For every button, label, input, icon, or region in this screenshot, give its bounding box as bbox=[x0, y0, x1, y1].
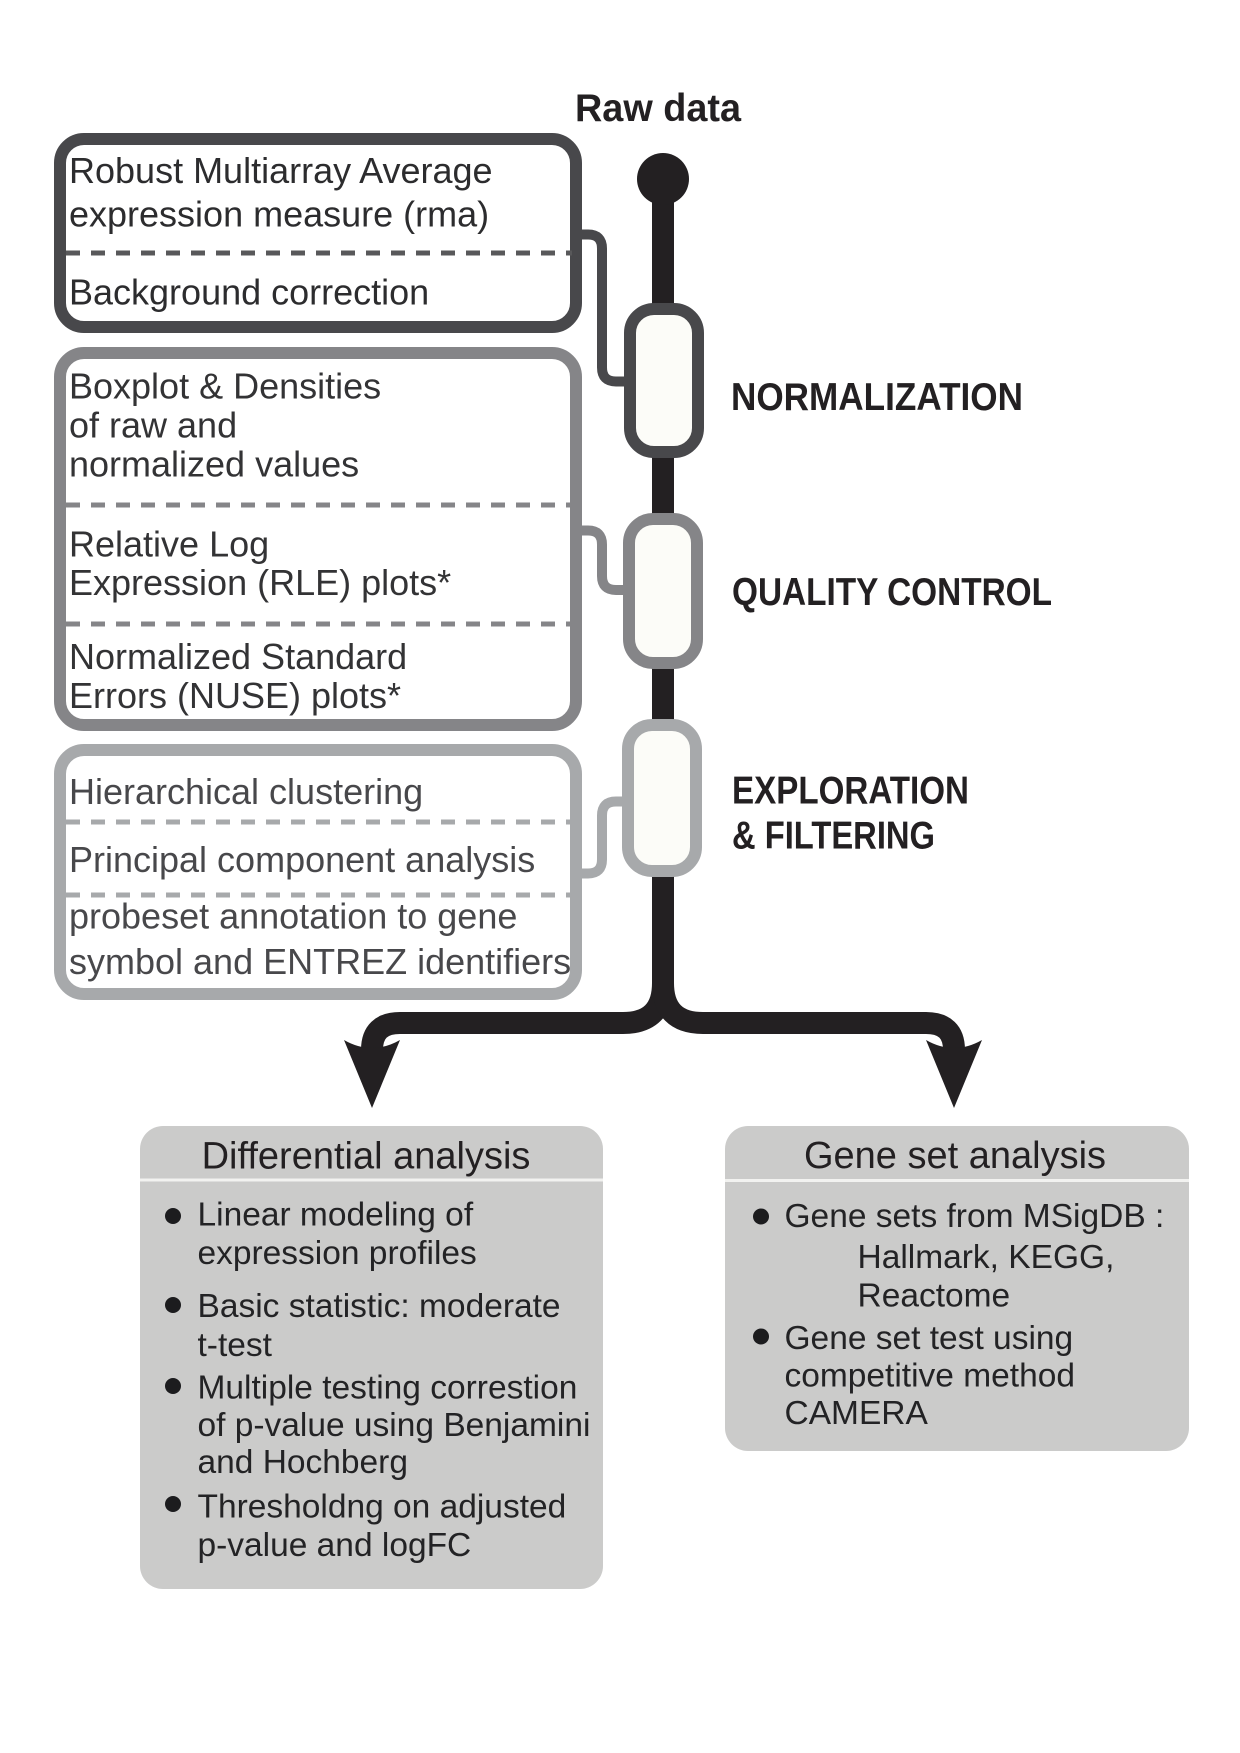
svg-text:expression measure (rma): expression measure (rma) bbox=[69, 194, 489, 235]
svg-text:of raw and: of raw and bbox=[69, 405, 237, 446]
svg-text:Raw data: Raw data bbox=[575, 87, 741, 130]
svg-text:Expression (RLE) plots*: Expression (RLE) plots* bbox=[69, 562, 451, 603]
svg-text:Errors (NUSE) plots*: Errors (NUSE) plots* bbox=[69, 675, 401, 716]
svg-text:Basic statistic: moderate: Basic statistic: moderate bbox=[198, 1288, 561, 1325]
svg-text:t-test: t-test bbox=[198, 1327, 273, 1364]
svg-text:Hierarchical clustering: Hierarchical clustering bbox=[69, 771, 423, 812]
svg-text:and Hochberg: and Hochberg bbox=[198, 1444, 408, 1481]
svg-text:symbol and ENTREZ identifiers: symbol and ENTREZ identifiers bbox=[69, 941, 571, 982]
svg-text:Robust Multiarray Average: Robust Multiarray Average bbox=[69, 150, 493, 191]
svg-text:Background correction: Background correction bbox=[69, 272, 429, 313]
svg-text:normalized values: normalized values bbox=[69, 444, 359, 485]
svg-text:EXPLORATION: EXPLORATION bbox=[732, 770, 969, 813]
svg-text:Gene sets from MSigDB :: Gene sets from MSigDB : bbox=[785, 1198, 1165, 1235]
svg-text:p-value and logFC: p-value and logFC bbox=[198, 1527, 472, 1564]
svg-text:competitive method: competitive method bbox=[785, 1358, 1075, 1395]
svg-text:Boxplot & Densities: Boxplot & Densities bbox=[69, 366, 381, 407]
svg-text:CAMERA: CAMERA bbox=[785, 1395, 929, 1432]
svg-text:probeset annotation to gene: probeset annotation to gene bbox=[69, 896, 517, 937]
svg-text:NORMALIZATION: NORMALIZATION bbox=[731, 376, 1023, 419]
svg-text:Relative Log: Relative Log bbox=[69, 524, 269, 565]
svg-text:expression profiles: expression profiles bbox=[198, 1235, 477, 1272]
svg-text:Linear modeling of: Linear modeling of bbox=[198, 1197, 474, 1234]
svg-text:Differential analysis: Differential analysis bbox=[202, 1136, 531, 1178]
svg-text:Gene set analysis: Gene set analysis bbox=[804, 1135, 1106, 1177]
svg-text:QUALITY CONTROL: QUALITY CONTROL bbox=[732, 571, 1052, 614]
svg-text:Multiple testing correstion: Multiple testing correstion bbox=[198, 1370, 578, 1407]
svg-text:Principal component analysis: Principal component analysis bbox=[69, 839, 535, 880]
svg-text:of p-value using Benjamini: of p-value using Benjamini bbox=[198, 1407, 591, 1444]
svg-text:Normalized Standard: Normalized Standard bbox=[69, 636, 407, 677]
svg-text:Reactome: Reactome bbox=[858, 1278, 1011, 1315]
svg-text:Gene set test using: Gene set test using bbox=[785, 1320, 1074, 1357]
svg-text:Hallmark, KEGG,: Hallmark, KEGG, bbox=[858, 1239, 1115, 1276]
svg-text:Thresholdng on adjusted: Thresholdng on adjusted bbox=[198, 1489, 567, 1526]
svg-text:& FILTERING: & FILTERING bbox=[732, 815, 935, 858]
